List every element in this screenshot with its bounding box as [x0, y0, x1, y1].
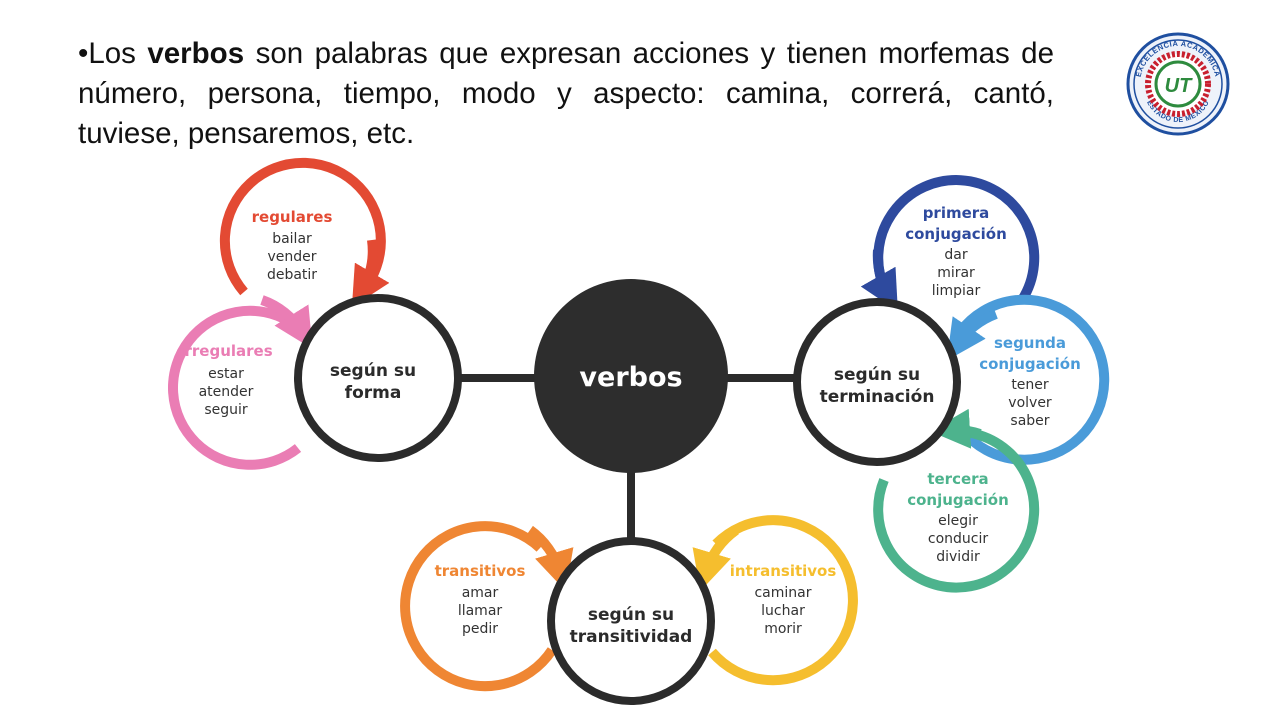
hub-label-forma-line1: según su — [330, 361, 416, 381]
example-tercera-1: elegir — [938, 513, 978, 529]
example-segunda-1: tener — [1011, 377, 1049, 393]
ring-tercera — [873, 426, 1040, 593]
intro-text-start: Los — [88, 37, 148, 70]
example-regulares-2: vender — [267, 249, 316, 265]
intro-paragraph: •Los verbos son palabras que expresan ac… — [78, 34, 1054, 154]
hub-circle-forma — [294, 294, 462, 462]
example-tercera-3: dividir — [936, 549, 980, 565]
ring-regulares — [219, 157, 386, 300]
category-title-tercera-line1: tercera — [927, 470, 988, 488]
ring-primera-arrow — [860, 249, 898, 312]
hub-label-transitividad-line1: según su — [588, 605, 674, 625]
example-segunda-3: saber — [1010, 413, 1049, 429]
example-irregulares-2: atender — [199, 384, 254, 400]
hub-label-terminacion-line1: según su — [834, 365, 920, 385]
category-title-tercera-line2: conjugación — [907, 491, 1009, 509]
example-intransitivos-1: caminar — [754, 585, 811, 601]
example-primera-1: dar — [944, 247, 967, 263]
example-transitivos-3: pedir — [462, 621, 498, 637]
ring-primera — [873, 175, 1040, 303]
category-title-regulares: regulares — [252, 208, 333, 226]
category-title-primera-line1: primera — [923, 204, 990, 222]
example-transitivos-2: llamar — [458, 603, 503, 619]
example-tercera-2: conducir — [928, 531, 988, 547]
example-regulares-3: debatir — [267, 267, 317, 283]
bullet: • — [78, 37, 89, 70]
center-circle — [534, 279, 728, 473]
ring-intransitivos — [708, 515, 858, 686]
example-intransitivos-3: morir — [764, 621, 802, 637]
example-primera-3: limpiar — [932, 283, 981, 299]
hub-label-forma-line2: forma — [345, 383, 402, 403]
ring-irregulares — [168, 305, 302, 470]
ring-transitivos — [400, 521, 557, 692]
ring-regulares-arrow — [351, 239, 390, 308]
ring-tercera-arrow — [930, 408, 982, 449]
ring-irregulares-arrow — [260, 295, 313, 349]
ring-segunda-arrow — [946, 309, 998, 361]
category-title-intransitivos: intransitivos — [730, 562, 837, 580]
category-title-segunda-line2: conjugación — [979, 355, 1081, 373]
ring-transitivos-arrow — [526, 525, 574, 592]
example-irregulares-1: estar — [208, 366, 244, 382]
category-title-irregulares: irregulares — [179, 342, 272, 360]
intro-bold-term: verbos — [147, 37, 245, 70]
hub-label-terminacion-line2: terminación — [820, 387, 935, 407]
category-title-transitivos: transitivos — [435, 562, 526, 580]
example-intransitivos-2: luchar — [761, 603, 805, 619]
ring-intransitivos-arrow — [692, 525, 740, 592]
example-primera-2: mirar — [937, 265, 975, 281]
center-label: verbos — [579, 362, 682, 393]
hub-label-transitividad-line2: transitividad — [570, 627, 693, 647]
seal-emblem: UT — [1165, 75, 1193, 97]
hub-circle-transitividad — [547, 537, 715, 705]
category-title-segunda-line1: segunda — [994, 334, 1066, 352]
example-irregulares-3: seguir — [204, 402, 248, 418]
hub-circle-terminacion — [793, 298, 961, 466]
example-regulares-1: bailar — [272, 231, 312, 247]
intro-text-rest: son palabras que expresan acciones y tie… — [78, 37, 1054, 150]
category-title-primera-line2: conjugación — [905, 225, 1007, 243]
example-transitivos-1: amar — [462, 585, 499, 601]
university-seal-logo: EXCELENCIA ACADEMICA ESTADO DE MEXICO UT — [1126, 32, 1230, 136]
example-segunda-2: volver — [1008, 395, 1052, 411]
